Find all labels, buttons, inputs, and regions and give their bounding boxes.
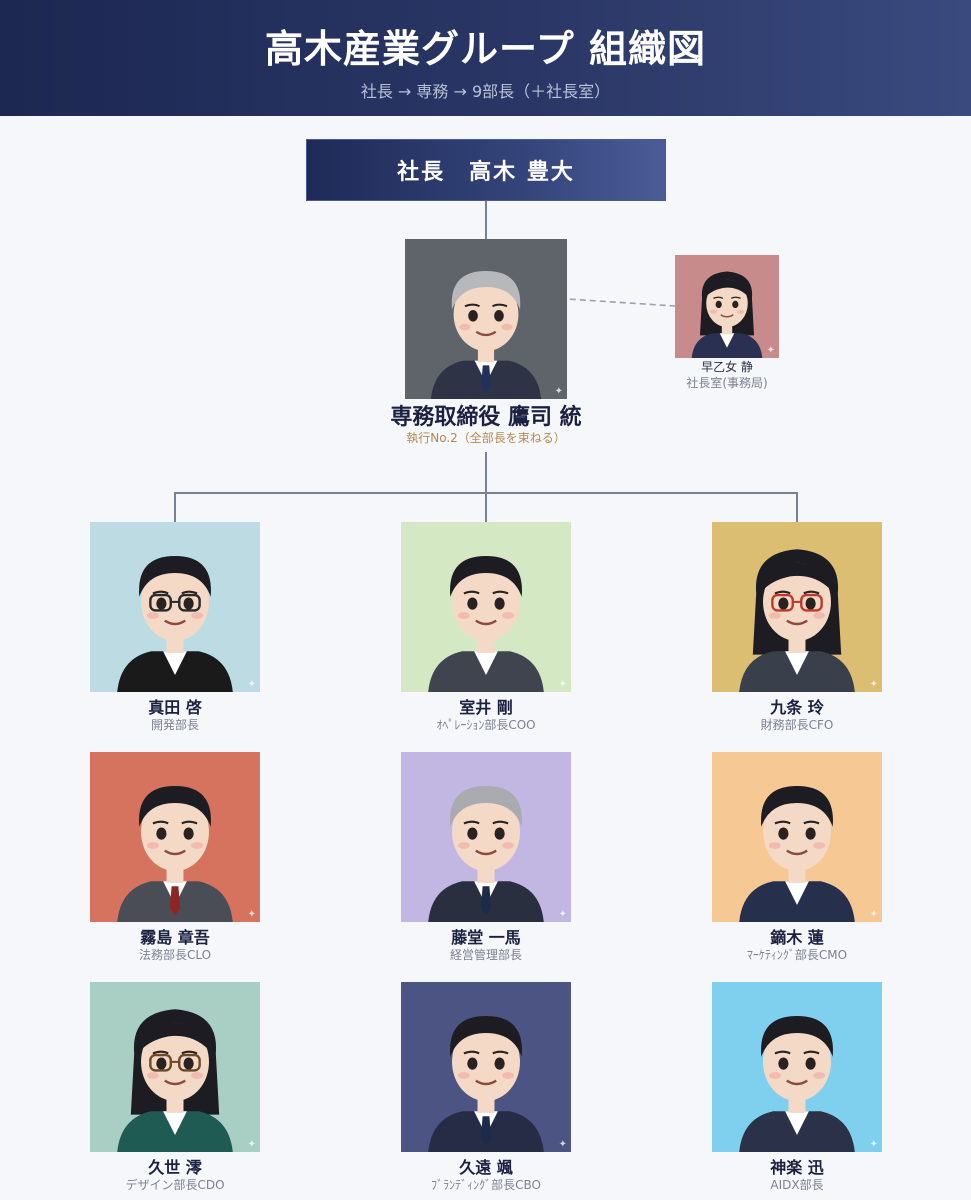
manager-role: ﾏｰｹﾃｨﾝｸﾞ部長CMO	[746, 948, 848, 962]
manager-role: ﾌﾞﾗﾝﾃﾞｨﾝｸﾞ部長CBO	[431, 1178, 541, 1192]
manager-portrait: ✦	[401, 752, 571, 922]
manager-name: 室井 剛	[459, 698, 513, 717]
ceo-box: 社長 高木 豊大	[306, 139, 666, 201]
manager-portrait: ✦	[90, 752, 260, 922]
manager-portrait: ✦	[401, 522, 571, 692]
manager-name: 久世 澪	[148, 1158, 202, 1177]
page-title: 高木産業グループ 組織図	[265, 27, 706, 71]
executive-role: 執行No.2（全部長を束ねる）	[406, 431, 566, 445]
manager-role: 法務部長CLO	[138, 948, 212, 962]
sparkle-icon: ✦	[558, 679, 567, 690]
manager-name: 九条 玲	[770, 698, 824, 717]
manager-role: デザイン部長CDO	[125, 1178, 225, 1192]
manager-name: 神楽 迅	[770, 1158, 824, 1177]
sparkle-icon: ✦	[869, 679, 878, 690]
sparkle-icon: ✦	[558, 909, 567, 920]
manager-portrait: ✦	[712, 982, 882, 1152]
manager-role: 開発部長	[150, 718, 199, 732]
manager-name: 藤堂 一馬	[451, 928, 521, 947]
manager-portrait: ✦	[90, 522, 260, 692]
manager-role: 経営管理部長	[449, 948, 522, 962]
sparkle-icon: ✦	[869, 1139, 878, 1150]
manager-name: 真田 啓	[148, 698, 202, 717]
manager-role: 財務部長CFO	[760, 718, 834, 732]
sparkle-icon: ✦	[558, 1139, 567, 1150]
secretary-portrait: ✦	[675, 255, 779, 358]
manager-name: 霧島 章吾	[140, 928, 210, 947]
sparkle-icon: ✦	[247, 679, 256, 690]
manager-portrait: ✦	[90, 982, 260, 1152]
secretary-name: 早乙女 静	[701, 360, 753, 374]
executive-name: 専務取締役 鷹司 統	[390, 405, 582, 430]
manager-portrait: ✦	[712, 522, 882, 692]
sparkle-icon: ✦	[766, 345, 775, 356]
manager-name: 鏑木 蓮	[770, 928, 824, 947]
manager-name: 久遠 颯	[459, 1158, 513, 1177]
sparkle-icon: ✦	[247, 909, 256, 920]
manager-portrait: ✦	[712, 752, 882, 922]
page-subtitle: 社長 → 専務 → 9部長（＋社長室）	[360, 82, 611, 101]
sparkle-icon: ✦	[247, 1139, 256, 1150]
sparkle-icon: ✦	[869, 909, 878, 920]
sparkle-icon: ✦	[554, 386, 563, 397]
secretary-role: 社長室(事務局)	[686, 376, 768, 390]
manager-role: AIDX部長	[770, 1178, 824, 1192]
page-header: 高木産業グループ 組織図 社長 → 専務 → 9部長（＋社長室）	[0, 0, 971, 116]
manager-role: ｵﾍﾟﾚｰｼｮﾝ部長COO	[436, 718, 536, 732]
executive-portrait: ✦	[405, 239, 567, 399]
manager-portrait: ✦	[401, 982, 571, 1152]
